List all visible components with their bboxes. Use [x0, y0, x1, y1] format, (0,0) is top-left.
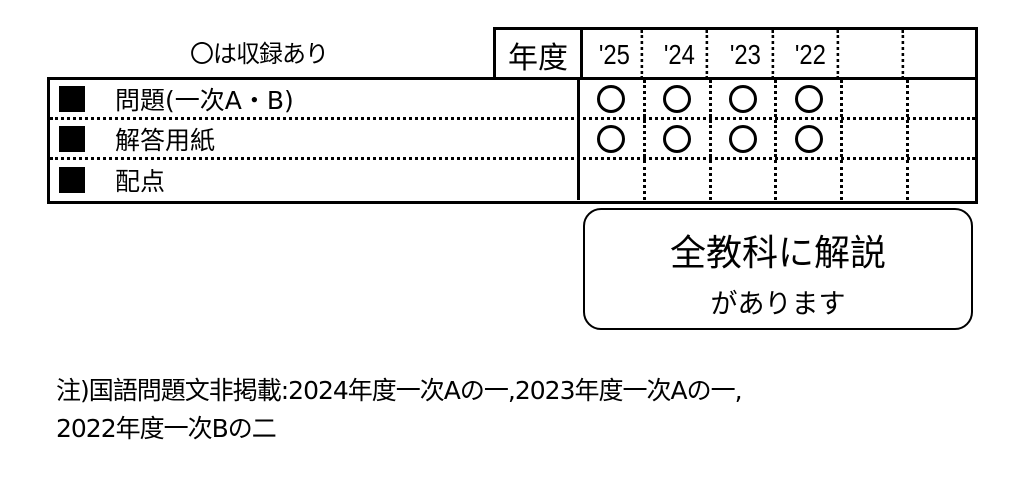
year-cell: [646, 160, 712, 200]
legend-text: 〇は収録あり: [190, 40, 329, 68]
explanation-callout: 全教科に解説 があります: [583, 208, 973, 330]
year-cell: [909, 80, 975, 117]
square-bullet-icon: [59, 125, 85, 152]
row-label-cell: 問題(一次A・B): [50, 80, 580, 117]
year-cell: [712, 160, 778, 200]
included-circle-icon: [728, 84, 757, 113]
year-col-2: '24: [653, 30, 709, 79]
table-row: 配点: [50, 160, 975, 200]
year-cell: [843, 120, 910, 157]
year-label: 年度: [496, 30, 584, 79]
year-cell: [777, 80, 844, 117]
year-cell: [843, 80, 910, 117]
year-col-1: '25: [588, 30, 644, 79]
year-cell: [843, 160, 910, 200]
year-header-row: 年度 '25 '24 '23 '22: [493, 27, 978, 79]
year-cell: [580, 120, 646, 157]
year-cell: [909, 160, 975, 200]
included-circle-icon: [597, 84, 626, 113]
callout-title: 全教科に解説: [669, 233, 886, 274]
year-cell: [777, 120, 844, 157]
year-cell: [580, 160, 646, 200]
included-circle-icon: [794, 124, 823, 153]
footnote: 注)国語問題文非掲載:2024年度一次Aの一,2023年度一次Aの一, 2022…: [56, 372, 743, 448]
year-cell: [580, 80, 646, 117]
year-col-5: [849, 30, 905, 79]
square-bullet-icon: [59, 167, 85, 193]
row-label-cell: 配点: [50, 160, 580, 200]
year-col-4: '22: [784, 30, 840, 79]
contents-table: 問題(一次A・B) 解答用紙配点: [47, 77, 978, 204]
footnote-line-2: 2022年度一次Bの二: [56, 414, 277, 443]
square-bullet-icon: [59, 85, 85, 112]
year-col-6: [915, 30, 971, 79]
row-label: 問題(一次A・B): [115, 85, 294, 115]
table-row: 解答用紙: [50, 120, 975, 160]
year-col-3: '23: [719, 30, 775, 79]
year-cell: [712, 80, 778, 117]
included-circle-icon: [597, 124, 626, 153]
year-cell: [909, 120, 975, 157]
year-cell: [646, 80, 712, 117]
table-row: 問題(一次A・B): [50, 80, 975, 120]
year-cell: [646, 120, 712, 157]
row-label: 解答用紙: [115, 125, 216, 155]
callout-subtitle: があります: [710, 289, 846, 320]
year-cell: [712, 120, 778, 157]
included-circle-icon: [794, 84, 823, 113]
row-label: 配点: [115, 167, 166, 196]
year-cell: [777, 160, 844, 200]
included-circle-icon: [663, 124, 692, 153]
footnote-line-1: 注)国語問題文非掲載:2024年度一次Aの一,2023年度一次Aの一,: [56, 376, 743, 405]
row-label-cell: 解答用紙: [50, 120, 580, 157]
included-circle-icon: [728, 124, 757, 153]
included-circle-icon: [663, 84, 692, 113]
